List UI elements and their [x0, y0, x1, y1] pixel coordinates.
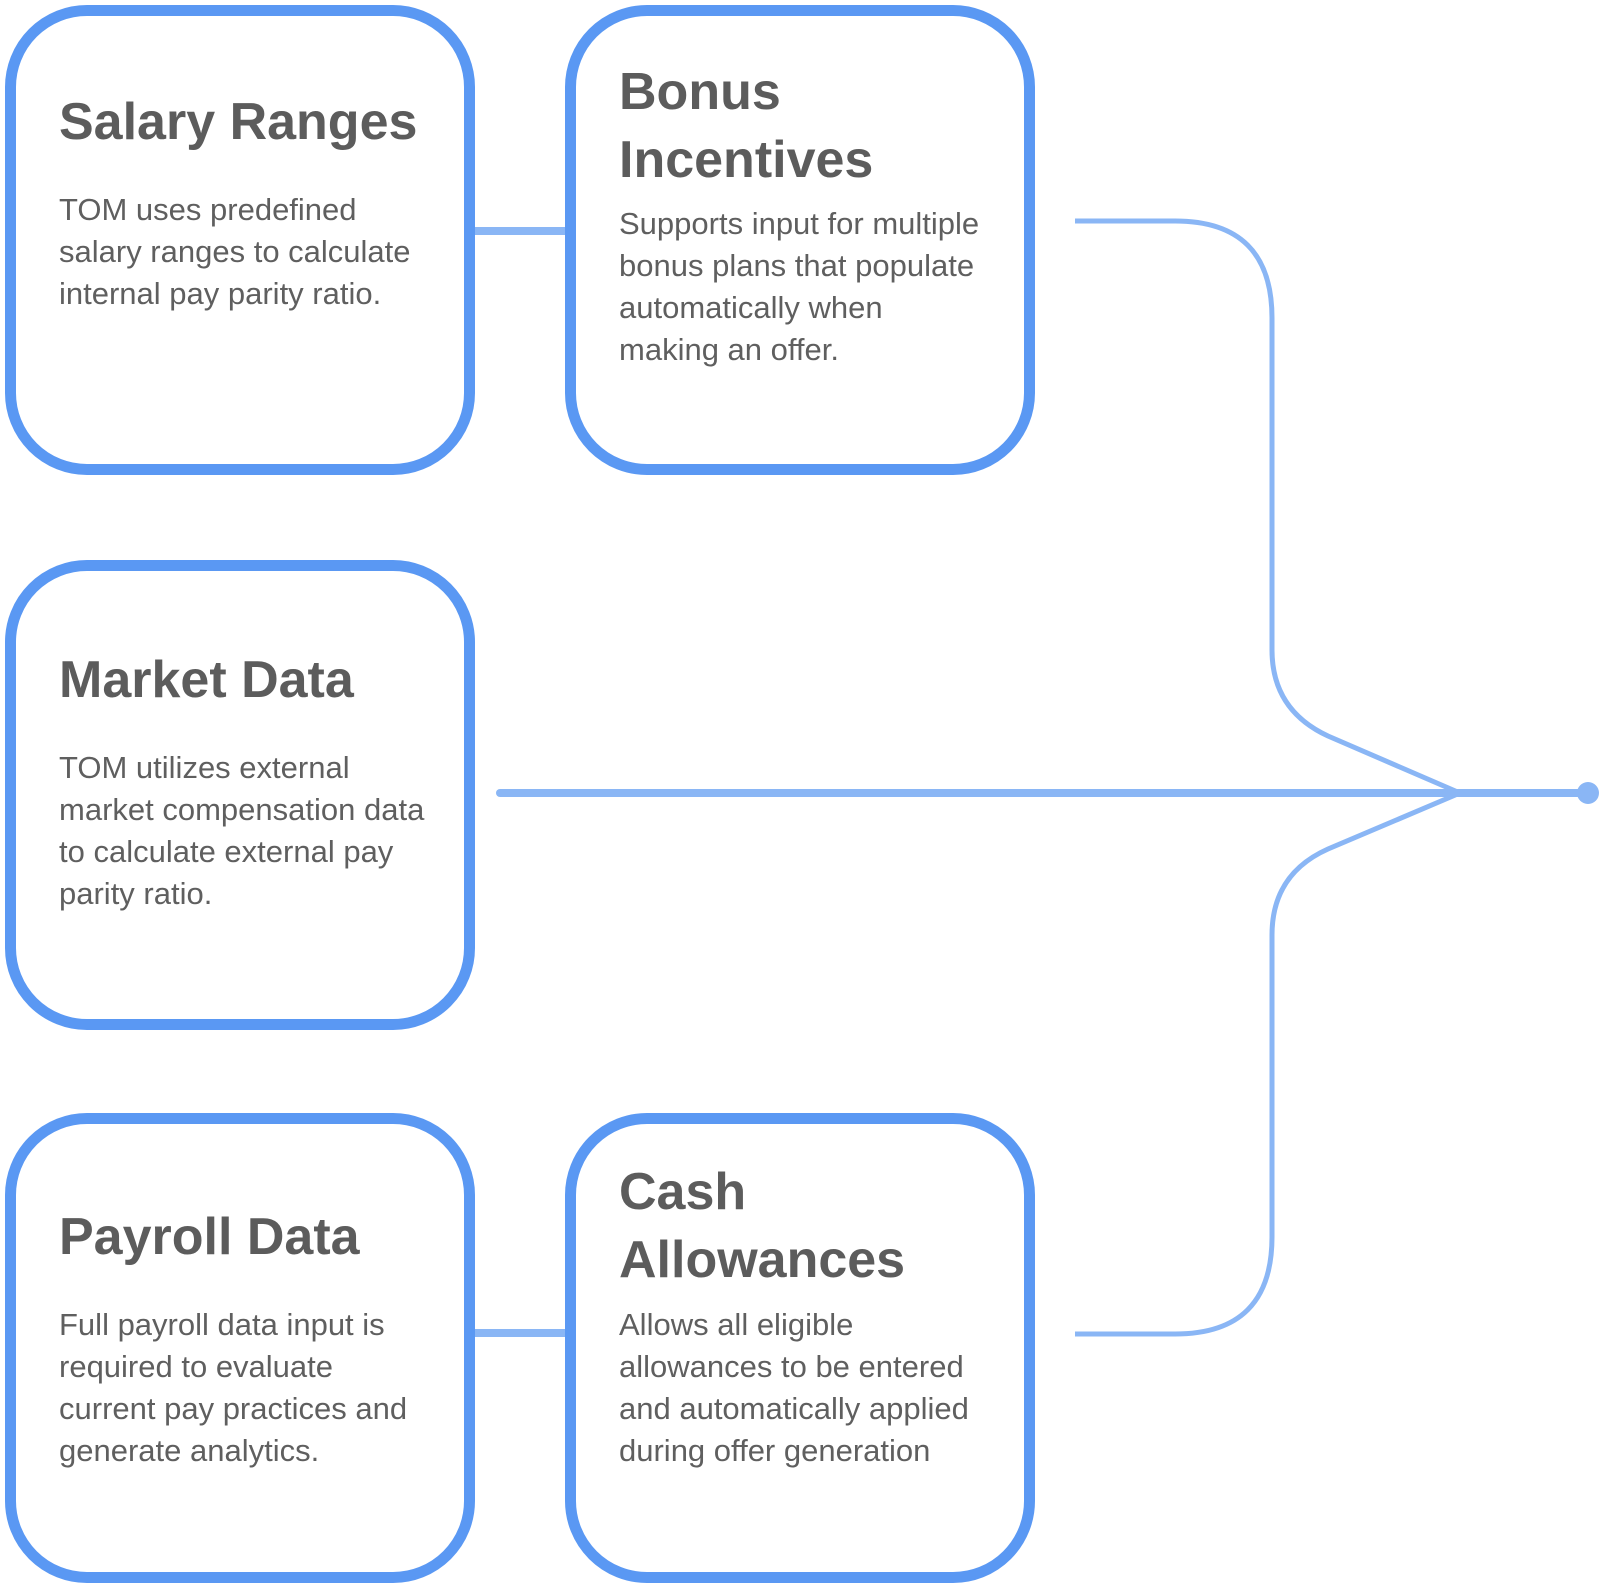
market-data-description: TOM utilizes external market compensatio… — [59, 750, 425, 911]
salary-ranges-card: Salary Ranges TOM uses predefined salary… — [5, 5, 475, 475]
cash-allowances-description: Allows all eligible allowances to be ent… — [619, 1307, 969, 1468]
salary-ranges-title: Salary Ranges — [59, 93, 418, 151]
cash-allowances-title: Cash Allowances — [619, 1163, 906, 1289]
bonus-incentives-description: Supports input for multiple bonus plans … — [619, 206, 980, 367]
payroll-data-title: Payroll Data — [59, 1208, 360, 1266]
output-endpoint-dot — [1577, 782, 1599, 804]
bonus-incentives-title: Bonus Incentives — [619, 63, 874, 189]
payroll-data-card: Payroll Data Full payroll data input is … — [5, 1113, 475, 1583]
market-data-title: Market Data — [59, 651, 354, 709]
cash-allowances-card: Cash Allowances Allows all eligible allo… — [565, 1113, 1035, 1583]
salary-ranges-description: TOM uses predefined salary ranges to cal… — [59, 192, 411, 311]
cash-merge-curve — [1075, 790, 1461, 1337]
bonus-incentives-card: Bonus Incentives Supports input for mult… — [565, 5, 1035, 475]
bonus-merge-curve — [1075, 218, 1461, 796]
payroll-data-description: Full payroll data input is required to e… — [59, 1307, 408, 1468]
market-data-card: Market Data TOM utilizes external market… — [5, 560, 475, 1030]
